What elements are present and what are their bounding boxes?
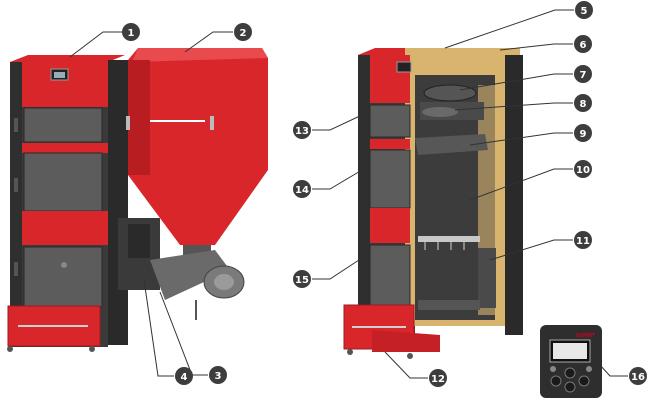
callout-4: 4 xyxy=(175,367,193,385)
callout-8: 8 xyxy=(574,94,592,112)
svg-text:4: 4 xyxy=(181,372,188,383)
controller-button-left xyxy=(550,375,562,387)
lower-door xyxy=(23,246,103,308)
callout-9: 9 xyxy=(574,124,592,142)
callout-10: 10 xyxy=(574,160,592,178)
controller-button-down xyxy=(564,381,576,393)
flue-channel xyxy=(478,248,496,308)
callout-7: 7 xyxy=(574,65,592,83)
middle-door xyxy=(23,152,103,212)
controller-button-right xyxy=(578,375,590,387)
controller-brand: KERMIT xyxy=(576,333,595,339)
callout-13: 13 xyxy=(293,121,311,139)
svg-text:2: 2 xyxy=(240,28,247,39)
boiler-front-view xyxy=(7,48,268,352)
svg-text:12: 12 xyxy=(431,374,445,385)
svg-text:11: 11 xyxy=(576,236,590,247)
boiler-body-side xyxy=(10,62,22,347)
leader-lines xyxy=(69,9,628,379)
svg-text:10: 10 xyxy=(576,165,590,176)
svg-text:5: 5 xyxy=(581,6,588,17)
controller-button-up xyxy=(564,367,576,379)
svg-text:15: 15 xyxy=(295,275,309,286)
svg-text:6: 6 xyxy=(580,40,587,51)
fuel-hopper xyxy=(128,48,268,245)
svg-text:3: 3 xyxy=(215,371,222,382)
controller-inset: KERMIT xyxy=(540,325,602,398)
callout-1: 1 xyxy=(122,23,140,41)
svg-text:7: 7 xyxy=(580,70,587,81)
svg-text:13: 13 xyxy=(295,126,309,137)
svg-text:9: 9 xyxy=(580,129,587,140)
svg-text:16: 16 xyxy=(631,372,645,383)
heat-exchanger xyxy=(423,84,477,102)
callout-6: 6 xyxy=(574,35,592,53)
callout-14: 14 xyxy=(293,180,311,198)
callout-12: 12 xyxy=(429,369,447,387)
screw-feeder xyxy=(150,250,230,300)
callout-16: 16 xyxy=(629,367,647,385)
callout-15: 15 xyxy=(293,270,311,288)
upper-door xyxy=(23,107,103,143)
svg-text:8: 8 xyxy=(580,99,587,110)
callout-2: 2 xyxy=(234,23,252,41)
svg-text:1: 1 xyxy=(128,28,135,39)
callout-5: 5 xyxy=(575,1,593,19)
callout-3: 3 xyxy=(209,366,227,384)
baffle xyxy=(415,134,488,155)
boiler-cutaway-view xyxy=(343,48,523,359)
grate xyxy=(418,236,480,250)
callout-11: 11 xyxy=(574,231,592,249)
boiler-body xyxy=(10,55,125,62)
svg-text:14: 14 xyxy=(295,185,309,196)
